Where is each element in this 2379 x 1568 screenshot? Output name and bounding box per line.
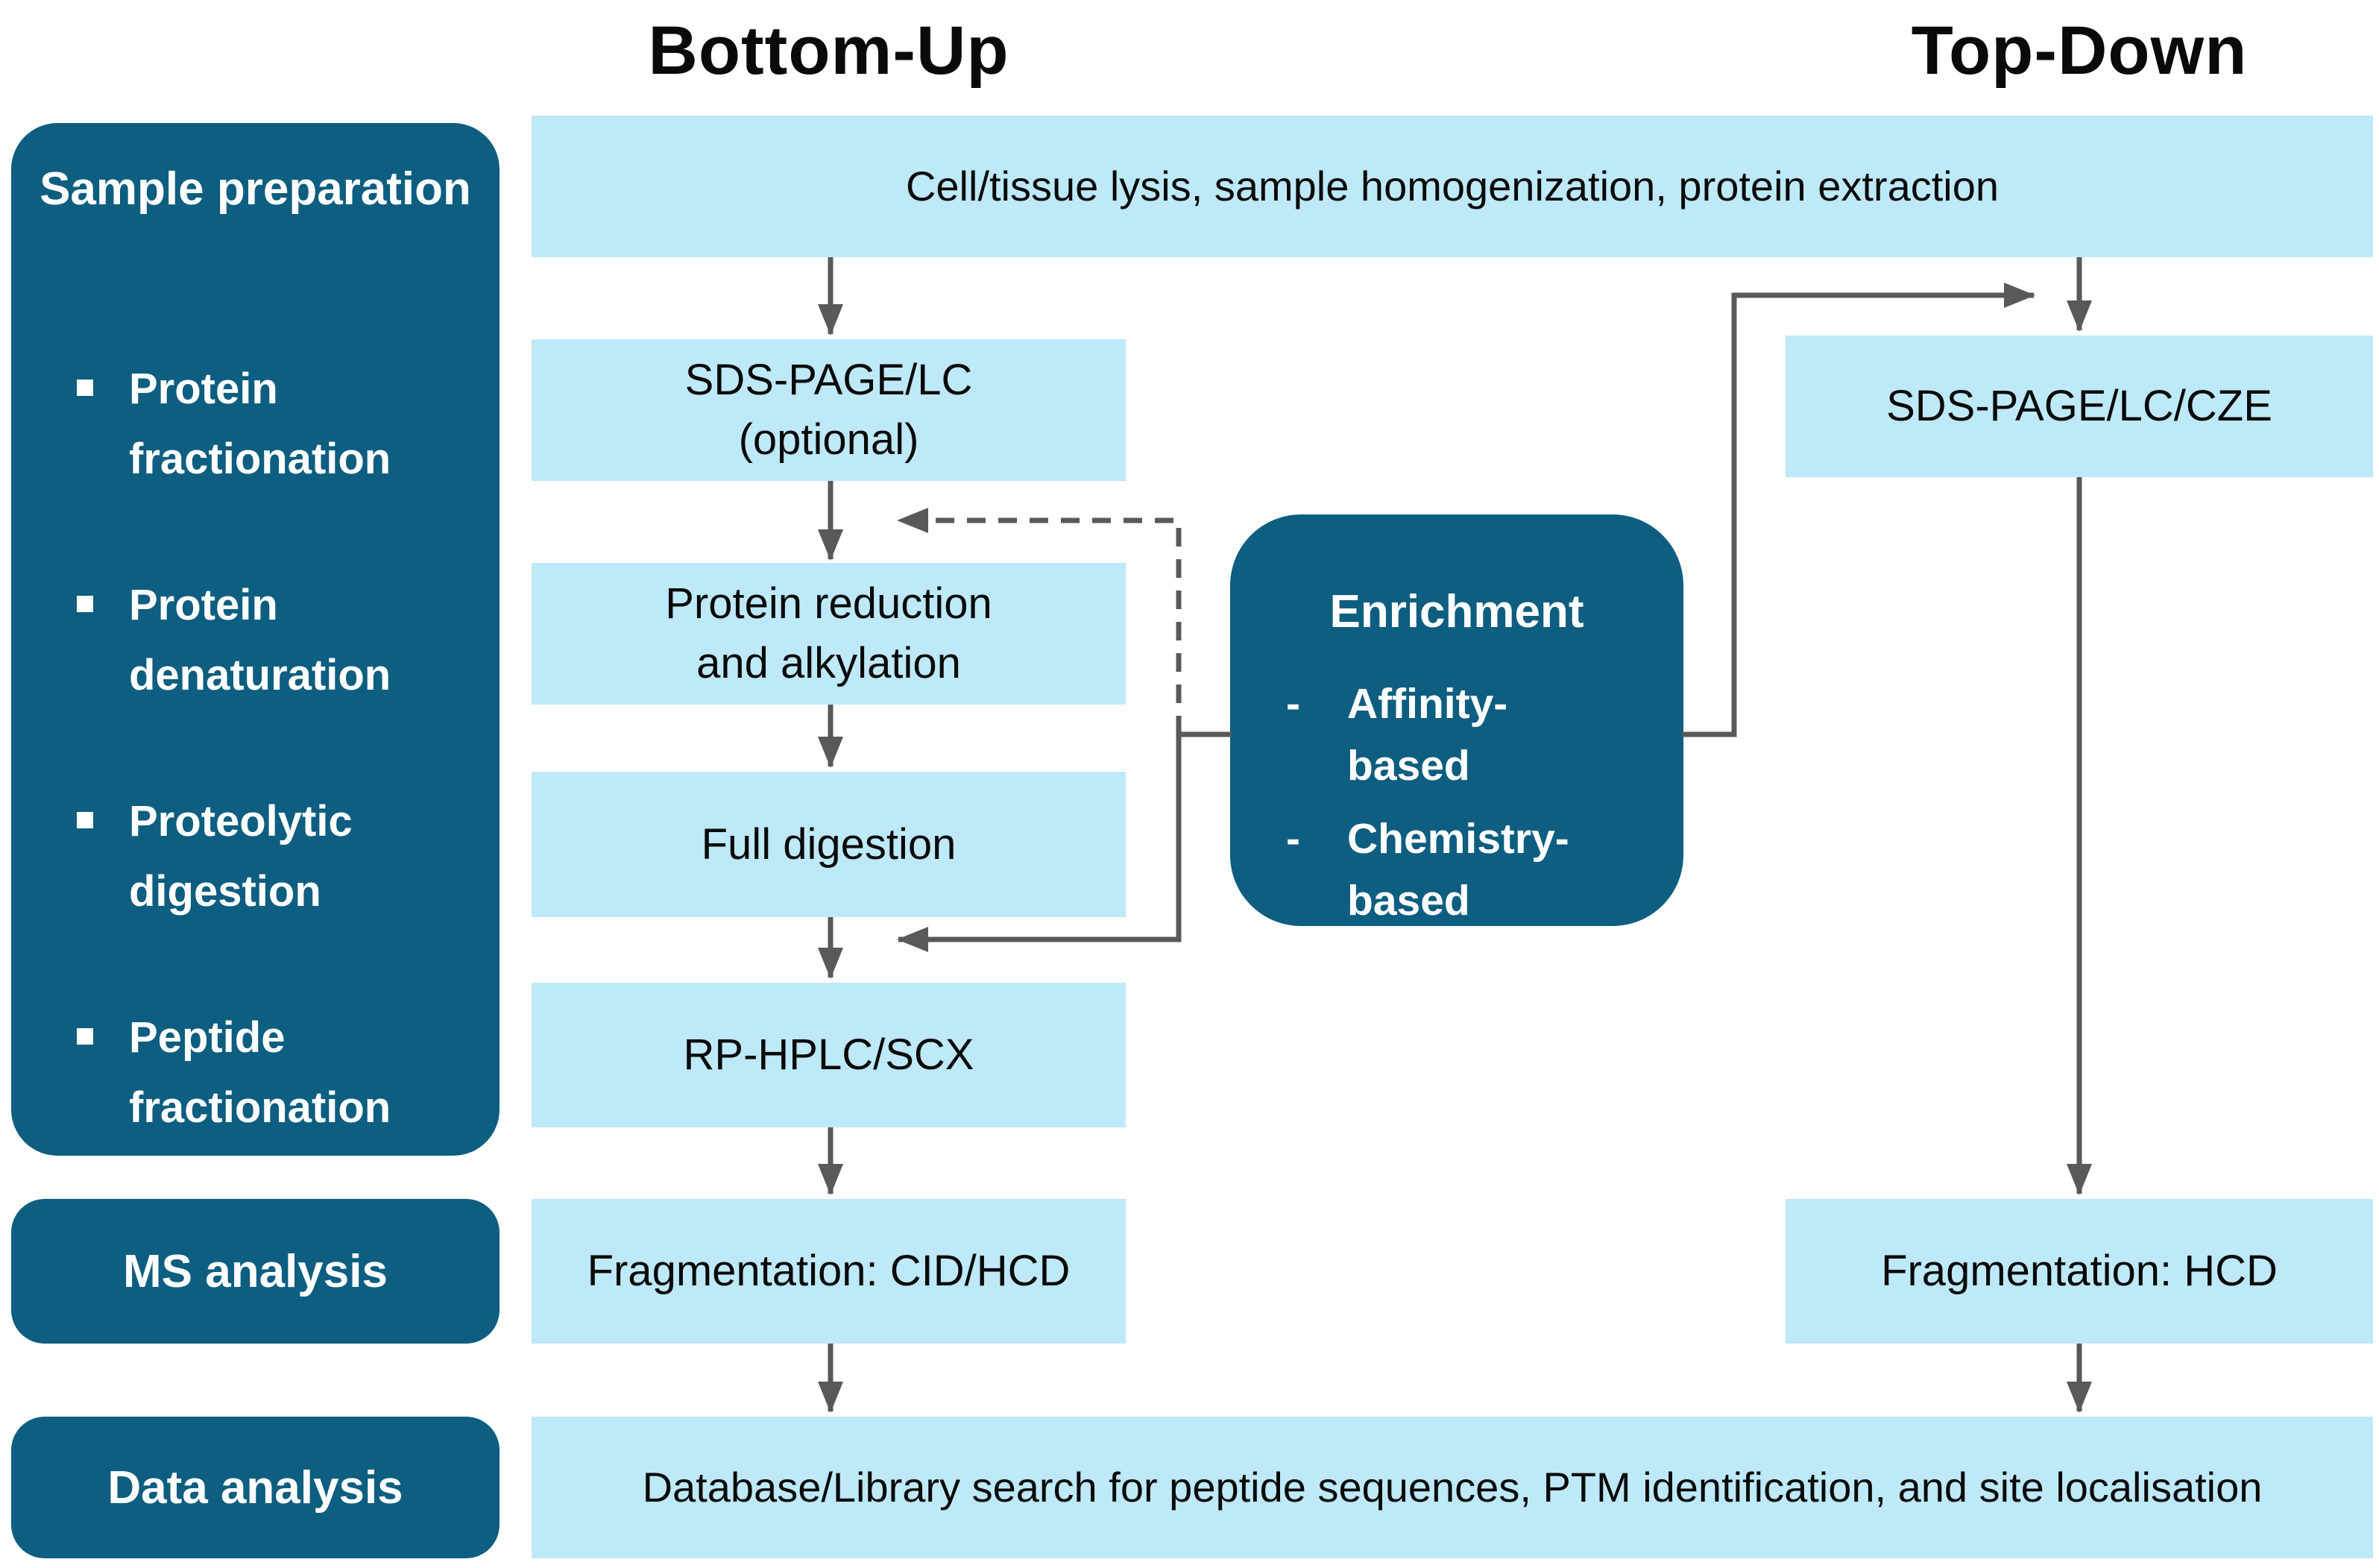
enrichment-item-label: Affinity-based <box>1347 680 1508 790</box>
list-item-proteolytic-digestion: Proteolytic digestion <box>77 787 477 927</box>
enrichment-item-label: Chemistry-based <box>1347 815 1569 925</box>
list-item-label: Protein denaturation <box>129 581 391 699</box>
dash-bullet: - <box>1286 815 1300 863</box>
step-line: Fragmentation: HCD <box>1881 1247 2278 1295</box>
square-bullet-icon <box>77 812 93 828</box>
square-bullet-icon <box>77 1028 93 1045</box>
step-line: (optional) <box>738 415 919 464</box>
top-down-header: Top-Down <box>1911 12 2248 89</box>
enrichment-item-affinity: - Affinity-based <box>1286 673 1604 797</box>
ms-analysis-label: MS analysis <box>11 1199 500 1344</box>
enrichment-item-chemistry: - Chemistry-based <box>1286 808 1604 932</box>
full-digestion-step: Full digestion <box>532 772 1126 917</box>
step-line: Fragmentation: CID/HCD <box>587 1247 1071 1295</box>
step-line: Full digestion <box>701 819 957 869</box>
step-line: SDS-PAGE/LC/CZE <box>1886 382 2272 430</box>
dash-bullet: - <box>1286 680 1300 728</box>
sds-page-lc-cze-step: SDS-PAGE/LC/CZE <box>1786 336 2373 477</box>
sample-preparation-panel: Sample preparation Protein fractionation… <box>11 123 500 1156</box>
list-item-label: Proteolytic digestion <box>129 797 353 916</box>
step-line: SDS-PAGE/LC <box>684 356 973 404</box>
protein-reduction-alkylation-step: Protein reduction and alkylation <box>532 563 1126 705</box>
sds-page-lc-step: SDS-PAGE/LC (optional) <box>532 339 1126 481</box>
enrichment-panel: Enrichment - Affinity-based - Chemistry-… <box>1230 514 1683 926</box>
list-item-label: Peptide fractionation <box>129 1013 391 1132</box>
step-line: RP-HPLC/SCX <box>683 1030 974 1079</box>
data-analysis-label: Data analysis <box>11 1417 500 1558</box>
rp-hplc-scx-step: RP-HPLC/SCX <box>532 983 1126 1127</box>
step-line: Protein reduction <box>665 579 992 628</box>
lysis-extraction-step: Cell/tissue lysis, sample homogenization… <box>532 116 2373 257</box>
sample-preparation-title: Sample preparation <box>40 163 471 215</box>
enrichment-title: Enrichment <box>1329 586 1584 637</box>
step-line: and alkylation <box>696 639 961 687</box>
list-item-protein-denaturation: Protein denaturation <box>77 570 477 711</box>
square-bullet-icon <box>77 596 93 612</box>
database-search-step: Database/Library search for peptide sequ… <box>532 1417 2373 1558</box>
list-item-peptide-fractionation: Peptide fractionation <box>77 1003 477 1143</box>
fragmentation-cid-hcd-step: Fragmentation: CID/HCD <box>532 1199 1126 1344</box>
list-item-protein-fractionation: Protein fractionation <box>77 354 477 494</box>
square-bullet-icon <box>77 380 93 396</box>
list-item-label: Protein fractionation <box>129 365 391 483</box>
bottom-up-header: Bottom-Up <box>648 12 1009 89</box>
fragmentation-hcd-step: Fragmentation: HCD <box>1786 1199 2373 1344</box>
